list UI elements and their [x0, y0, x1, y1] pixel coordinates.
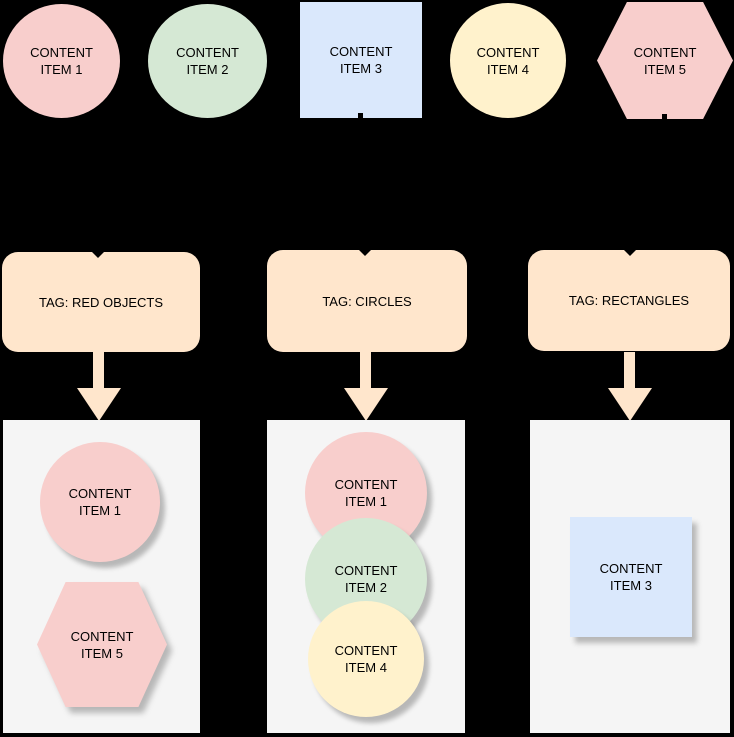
connector-arrowhead: [624, 250, 636, 256]
connector-arrowhead: [359, 250, 371, 256]
arrow-head: [608, 388, 652, 421]
tag-circles-label: TAG: CIRCLES: [322, 293, 412, 309]
arrow-stem: [624, 352, 635, 388]
grouped-content-item-5[interactable]: CONTENT ITEM 5: [37, 582, 167, 707]
content-item-3-label: CONTENT ITEM 3: [329, 44, 393, 76]
tag-circles[interactable]: TAG: CIRCLES: [267, 250, 467, 352]
grouped-item-label: CONTENT ITEM 5: [70, 628, 134, 661]
content-item-1-label: CONTENT ITEM 1: [30, 45, 93, 77]
hexagon-shape: CONTENT ITEM 5: [37, 582, 167, 707]
tag-red-objects-label: TAG: RED OBJECTS: [39, 294, 163, 310]
tag-rectangles-label: TAG: RECTANGLES: [568, 293, 690, 308]
connector-tick: [358, 113, 363, 118]
connector-tick: [662, 114, 667, 119]
connector-arrowhead: [92, 252, 104, 258]
hexagon-shape: CONTENT ITEM 5: [597, 2, 733, 119]
grouped-item-label: CONTENT ITEM 1: [68, 486, 132, 518]
content-item-1-node[interactable]: CONTENT ITEM 1: [3, 4, 120, 118]
arrow-stem: [93, 352, 104, 388]
grouped-item-label: CONTENT ITEM 2: [334, 563, 398, 595]
grouped-content-item-3[interactable]: CONTENT ITEM 3: [570, 517, 692, 637]
content-item-4-label: CONTENT ITEM 4: [476, 44, 540, 77]
grouped-item-label: CONTENT ITEM 1: [334, 477, 398, 509]
content-item-3-node[interactable]: CONTENT ITEM 3: [300, 2, 422, 118]
content-item-2-node[interactable]: CONTENT ITEM 2: [148, 4, 267, 118]
grouped-content-item-4[interactable]: CONTENT ITEM 4: [308, 601, 424, 717]
content-item-5-label: CONTENT ITEM 5: [633, 44, 697, 77]
tag-rectangles[interactable]: TAG: RECTANGLES: [528, 250, 730, 351]
arrow-head: [344, 388, 388, 421]
grouped-content-item-1[interactable]: CONTENT ITEM 1: [40, 442, 160, 562]
content-item-5-node[interactable]: CONTENT ITEM 5: [597, 2, 733, 119]
content-item-4-node[interactable]: CONTENT ITEM 4: [450, 3, 566, 118]
arrow-stem: [360, 352, 371, 388]
content-item-2-label: CONTENT ITEM 2: [176, 45, 239, 77]
arrow-head: [77, 388, 121, 421]
tag-red-objects[interactable]: TAG: RED OBJECTS: [2, 252, 200, 352]
grouped-item-label: CONTENT ITEM 3: [599, 561, 663, 593]
grouped-item-label: CONTENT ITEM 4: [334, 643, 398, 675]
